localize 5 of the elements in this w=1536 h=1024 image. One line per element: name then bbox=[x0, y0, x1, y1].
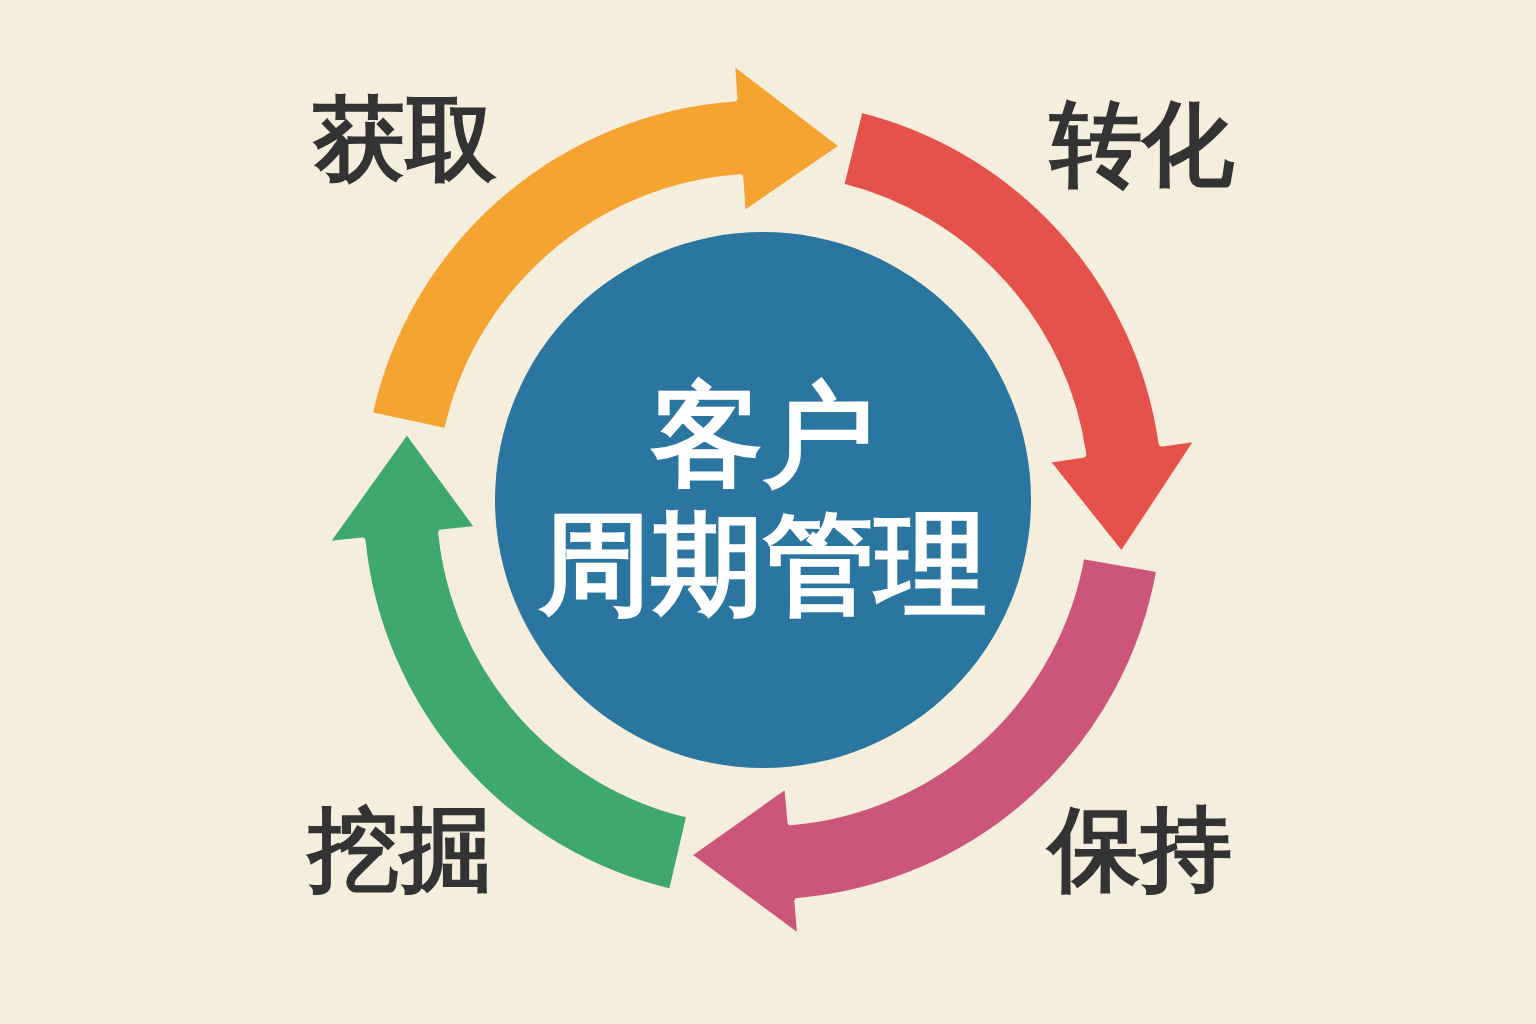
stage-label: 获取 bbox=[313, 89, 497, 191]
stage-label: 挖掘 bbox=[308, 799, 492, 901]
circle-title: 周期管理 bbox=[539, 500, 987, 629]
circle-title: 客户 bbox=[651, 371, 875, 500]
stage-label: 转化 bbox=[1050, 94, 1234, 196]
